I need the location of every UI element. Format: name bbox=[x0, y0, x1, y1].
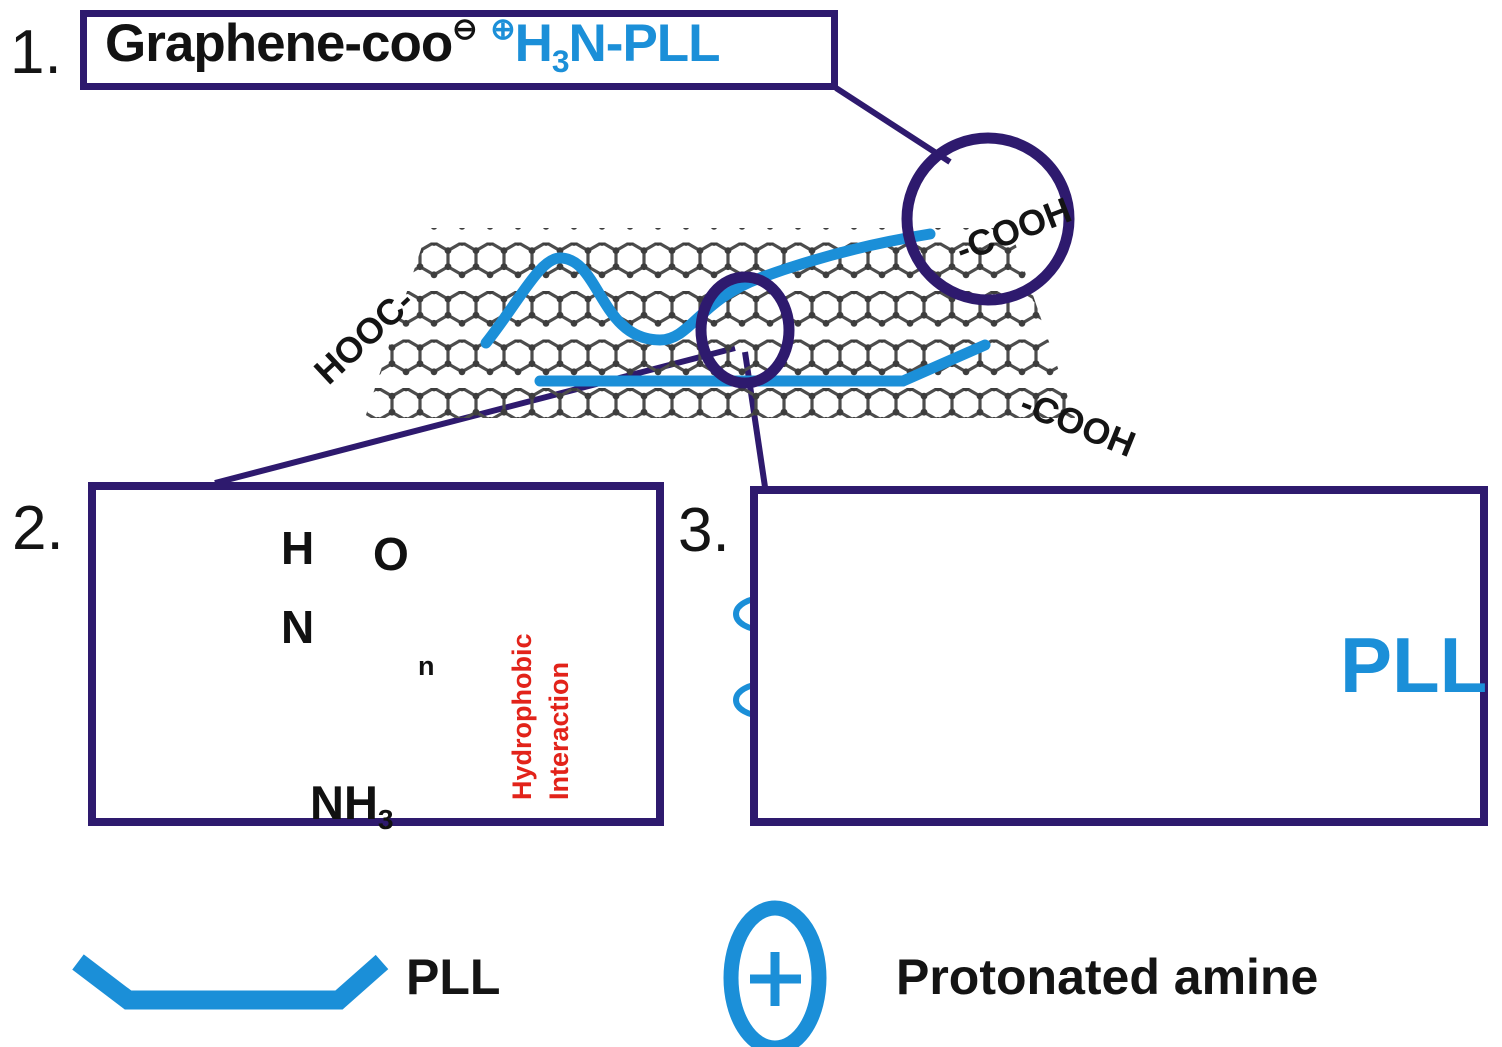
cation-pi-highlight-circle bbox=[695, 271, 795, 389]
positive-charge-icon: ⊕ bbox=[490, 13, 515, 46]
atom-label-h: H bbox=[281, 522, 315, 574]
equation-right-term: N-PLL bbox=[568, 14, 721, 73]
legend-label-protonated-amine: Protonated amine bbox=[896, 949, 1319, 1005]
nh3-text: NH bbox=[310, 776, 378, 829]
pll-chain-lower bbox=[534, 339, 991, 387]
step-number-1: 1. bbox=[10, 18, 62, 87]
panel-2-hydrophobic-interaction bbox=[88, 482, 664, 826]
step-number-2: 2. bbox=[12, 494, 64, 563]
legend-label-pll: PLL bbox=[406, 949, 501, 1005]
legend-pll-chain-symbol bbox=[72, 954, 389, 1010]
panel3-pll-label: PLL bbox=[1340, 621, 1488, 709]
hydrophobic-interaction-label-line2: Interaction bbox=[544, 661, 574, 800]
step-number-3: 3. bbox=[678, 496, 730, 565]
hydrophobic-interaction-label-line1: Hydrophobic bbox=[507, 633, 537, 801]
equation-left-term: Graphene-coo bbox=[105, 14, 453, 73]
carboxyl-callout-circle bbox=[901, 132, 1075, 306]
atom-label-nh3: NH3 bbox=[310, 775, 394, 836]
nh3-subscript: 3 bbox=[377, 802, 394, 835]
legend-protonated-amine-symbol bbox=[723, 900, 827, 1047]
negative-charge-icon: ⊖ bbox=[452, 13, 477, 46]
reaction-equation-text: Graphene-coo⊖ ⊕H3N-PLL bbox=[105, 13, 721, 80]
repeat-unit-subscript-n: n bbox=[418, 651, 435, 681]
atom-label-o: O bbox=[373, 528, 409, 580]
connector-line-1 bbox=[834, 85, 952, 165]
reaction-equation-box: Graphene-coo⊖ ⊕H3N-PLL bbox=[80, 10, 838, 90]
pll-chain-upper bbox=[480, 228, 936, 349]
equation-right-h: H bbox=[514, 14, 553, 73]
panel-3-cation-pi-interaction bbox=[750, 486, 1488, 826]
pll-chain-group bbox=[480, 228, 991, 387]
atom-label-n: N bbox=[281, 601, 315, 653]
equation-right-subscript: 3 bbox=[551, 43, 570, 80]
